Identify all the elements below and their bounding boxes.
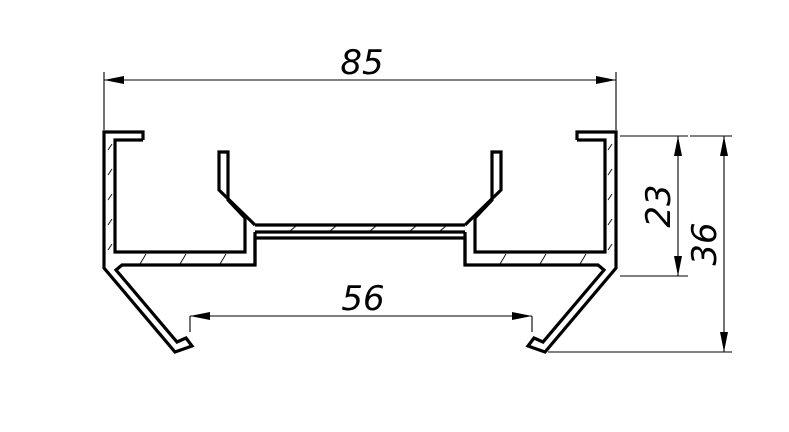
- arrow-left: [190, 312, 210, 320]
- central-web: [255, 223, 465, 234]
- left-inner-wall: [113, 138, 257, 254]
- aluminium-profile-section: [102, 130, 618, 354]
- left-outer-wall: [102, 130, 257, 354]
- arrow-right: [512, 312, 532, 320]
- section-hatching: [107, 143, 613, 265]
- dimension-inner-height: 23: [620, 135, 688, 277]
- dimension-label-56: 56: [341, 279, 384, 319]
- arrow-bottom: [720, 332, 728, 352]
- arrow-left: [104, 76, 124, 84]
- dimension-inner-width: 56: [189, 279, 533, 332]
- dimension-label-36: 36: [685, 222, 725, 265]
- arrow-top: [720, 136, 728, 156]
- right-outer-wall: [463, 130, 618, 354]
- arrow-bottom: [674, 256, 682, 276]
- central-web-lower: [253, 236, 467, 265]
- arrow-top: [674, 136, 682, 156]
- dimension-overall-height: 36: [548, 135, 732, 353]
- arrow-right: [596, 76, 616, 84]
- dimension-label-85: 85: [340, 43, 383, 83]
- dimension-label-23: 23: [639, 184, 679, 227]
- dimension-overall-width: 85: [103, 43, 617, 130]
- right-inner-wall: [463, 138, 607, 254]
